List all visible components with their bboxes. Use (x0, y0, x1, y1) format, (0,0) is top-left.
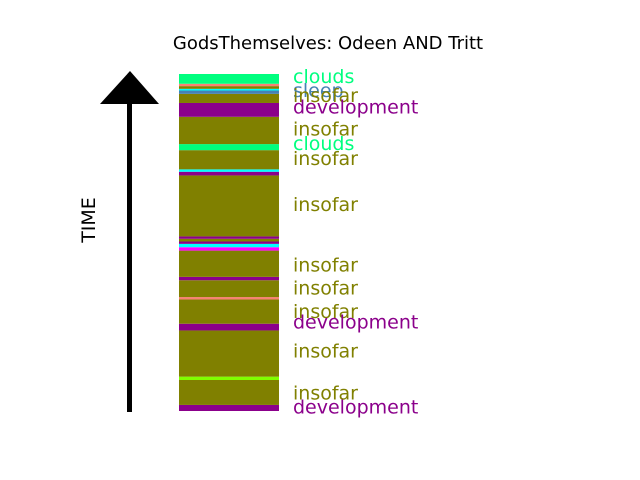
timeline-segment (179, 297, 279, 300)
timeline-segment (179, 90, 279, 94)
timeline-segment (179, 243, 279, 248)
segment-label: development (293, 396, 418, 418)
timeline-segment (179, 93, 279, 103)
timeline-segment (179, 88, 279, 91)
timeline-segment (179, 83, 279, 87)
timeline-segment (179, 241, 279, 244)
segment-label: insofar (293, 341, 358, 363)
segment-label: insofar (293, 254, 358, 276)
timeline-segment (179, 276, 279, 281)
timeline-segment (179, 171, 279, 176)
timeline-segment (179, 299, 279, 324)
segment-label: sleep (293, 80, 344, 102)
timeline-segment (179, 380, 279, 405)
segment-label: insofar (293, 278, 358, 300)
timeline-segment (179, 74, 279, 84)
timeline-segment (179, 247, 279, 251)
time-arrow-shaft (127, 100, 132, 412)
timeline-segment (179, 144, 279, 151)
segment-label: insofar (293, 301, 358, 323)
timeline-segment (179, 175, 279, 237)
segment-label: clouds (293, 66, 354, 88)
time-arrow (100, 71, 159, 412)
y-axis-label: TIME (78, 197, 100, 244)
timeline-segment (179, 376, 279, 380)
segment-label: insofar (293, 119, 358, 141)
timeline-bar (179, 74, 279, 411)
segment-label: development (293, 97, 418, 119)
segment-label: insofar (293, 194, 358, 216)
timeline-segment (179, 86, 279, 89)
timeline-segment (179, 150, 279, 170)
timeline-segment (179, 116, 279, 145)
timeline-segment (179, 404, 279, 411)
segment-label: insofar (293, 382, 358, 404)
segment-label: clouds (293, 133, 354, 155)
segment-label: insofar (293, 85, 358, 107)
timeline-segment (179, 250, 279, 277)
chart-title: GodsThemselves: Odeen AND Tritt (173, 33, 483, 54)
segment-label: development (293, 311, 418, 333)
segment-label: insofar (293, 148, 358, 170)
time-arrow-head (100, 71, 159, 104)
timeline-segment (179, 323, 279, 331)
timeline-segment (179, 280, 279, 298)
timeline-segment (179, 102, 279, 117)
timeline-segment (179, 238, 279, 242)
segment-labels: cloudssleepinsofardevelopmentinsofarclou… (293, 66, 418, 418)
timeline-segment (179, 236, 279, 239)
timeline-segment (179, 330, 279, 377)
timeline-segment (179, 169, 279, 172)
